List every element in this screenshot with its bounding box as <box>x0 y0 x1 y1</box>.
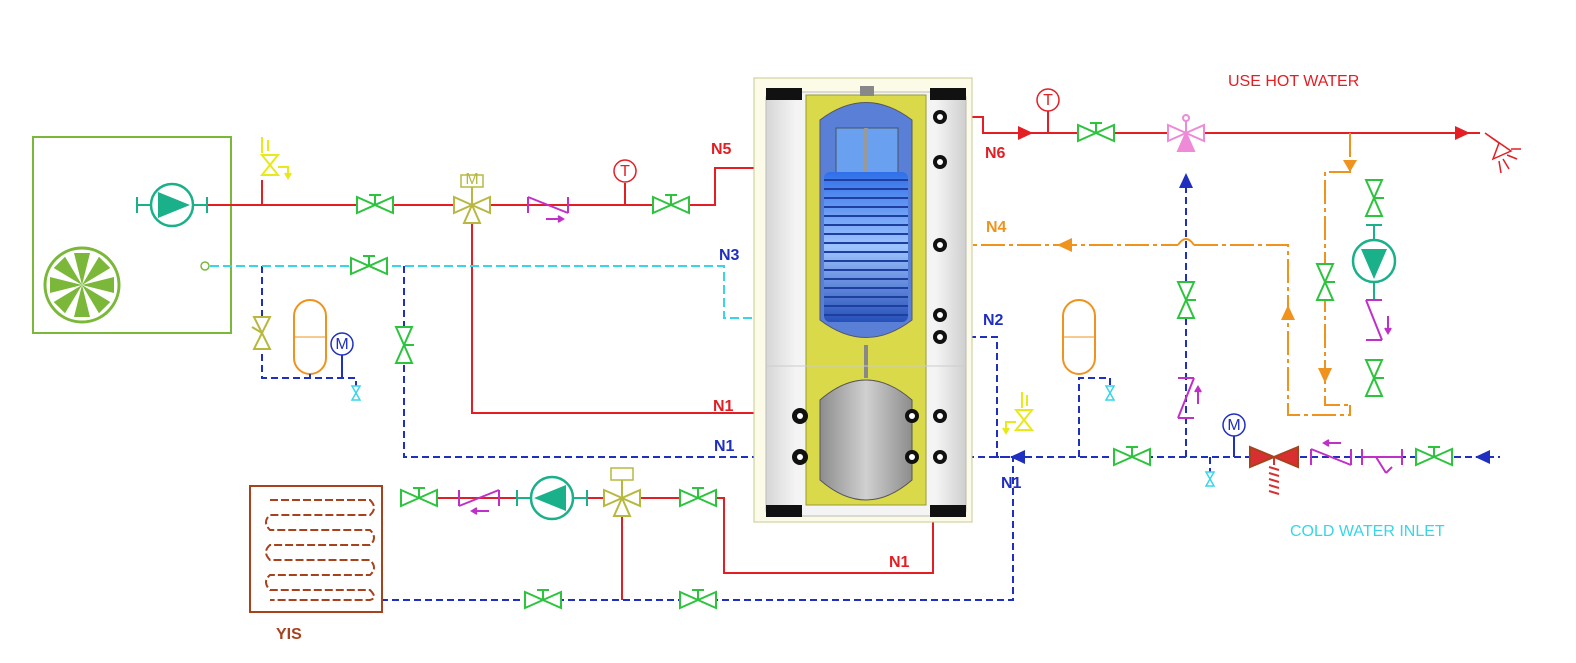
orange-pipes <box>945 133 1351 416</box>
label-n6: N6 <box>985 145 1006 162</box>
pipe-labels: N5 N6 N4 N3 N2 N1 N1 N1 N1 <box>711 141 1022 571</box>
drain-valve-icon <box>1204 471 1216 487</box>
captions: USE HOT WATER COLD WATER INLET YIS <box>276 73 1445 643</box>
thermometer-2: T <box>1036 88 1060 112</box>
arrow-icon <box>1343 160 1357 172</box>
hot-water-caption: USE HOT WATER <box>1228 73 1359 90</box>
fan-icon <box>43 246 121 324</box>
check-valve-icon <box>1177 377 1202 419</box>
label-n2: N2 <box>983 312 1004 329</box>
valve-icon <box>1415 446 1453 467</box>
valve-icon <box>1113 446 1151 467</box>
valve-icon <box>350 255 388 276</box>
pipe-crossover <box>1177 238 1195 246</box>
check-valve-icon <box>1310 439 1352 466</box>
storage-tank <box>753 77 973 523</box>
motor-label: M <box>465 171 478 188</box>
check-valve-icon <box>1365 299 1392 341</box>
valve-icon <box>400 487 438 508</box>
pipe-circulation-loop <box>1324 133 1351 406</box>
drain-valve-icon <box>1104 385 1116 401</box>
label-n4: N4 <box>986 219 1007 236</box>
label-n1-cold: N1 <box>1001 475 1022 492</box>
drain-valve-icon <box>350 385 362 401</box>
floor-heating-loop <box>249 485 383 613</box>
thermometer-label: T <box>1043 92 1053 109</box>
check-valves <box>458 196 1403 515</box>
valve-icon <box>394 326 414 364</box>
label-n1-floor: N1 <box>889 554 910 571</box>
manometer-label: M <box>335 336 348 353</box>
valves <box>350 122 1453 610</box>
valve-icon <box>1364 179 1384 217</box>
flow-arrows <box>1010 126 1490 464</box>
expansion-tank-right <box>1062 299 1096 375</box>
floor-heating-caption: YIS <box>276 626 302 643</box>
pipe-n1-return <box>403 266 790 458</box>
valve-icon <box>679 487 717 508</box>
valve-icon <box>1364 359 1384 397</box>
heat-pump-return-port <box>200 261 210 271</box>
label-n5: N5 <box>711 141 732 158</box>
valve-icon <box>356 194 394 215</box>
check-valve-icon <box>458 489 500 515</box>
arrow-icon <box>1455 126 1470 140</box>
shower-icon <box>1484 132 1521 174</box>
floor-circulator-icon <box>516 475 588 521</box>
valve-icon <box>1315 263 1335 301</box>
thermometer-label: T <box>620 163 630 180</box>
check-valve-icon <box>527 196 569 223</box>
hot-water-circulator-icon <box>1351 224 1397 301</box>
safety-valve-icon <box>259 137 292 180</box>
strainer-icon <box>1361 449 1403 474</box>
manometer-1: M <box>330 332 354 378</box>
arrow-icon <box>1318 368 1332 383</box>
mixing-valve-icon <box>603 467 641 517</box>
safety-valve-icon <box>1002 392 1035 435</box>
arrow-icon <box>1057 238 1072 252</box>
valve-icon <box>652 194 690 215</box>
valve-icon <box>679 589 717 610</box>
expansion-tank-left <box>293 299 327 378</box>
arrow-icon <box>1179 173 1193 188</box>
cold-water-caption: COLD WATER INLET <box>1290 523 1445 540</box>
heat-pump-unit <box>32 136 232 334</box>
arrow-icon <box>1281 305 1295 320</box>
heat-pump-circulator-icon <box>136 182 208 228</box>
valve-icon <box>524 589 562 610</box>
heat-pump-frame <box>32 136 232 334</box>
thermostatic-mixing-valve-icon <box>1167 114 1205 152</box>
bypass-valve-icon <box>251 316 272 350</box>
valve-icon <box>1077 122 1115 143</box>
pipe-expansion-right <box>1078 377 1111 457</box>
manometer-label: M <box>1227 417 1240 434</box>
pressure-reducing-valve-icon <box>1249 445 1299 495</box>
arrow-icon <box>1018 126 1033 140</box>
label-n1-flow: N1 <box>713 398 734 415</box>
manometer-2: M <box>1222 413 1246 457</box>
pipe-n4 <box>945 244 1351 416</box>
arrow-icon <box>1475 450 1490 464</box>
drain-valves <box>350 385 1216 487</box>
label-n1-return: N1 <box>714 438 735 455</box>
valve-icon <box>1176 281 1196 319</box>
heat-exchanger-coil <box>824 172 908 322</box>
motorized-three-way-valve-icon <box>453 174 491 224</box>
thermometer-1: T <box>613 159 637 205</box>
arrow-icon <box>1010 450 1025 464</box>
pipe-n1-flow <box>471 212 790 414</box>
pipe-n2-cold <box>947 336 1500 458</box>
pipe-n1-floor-return <box>383 456 1014 601</box>
label-n3: N3 <box>719 247 740 264</box>
